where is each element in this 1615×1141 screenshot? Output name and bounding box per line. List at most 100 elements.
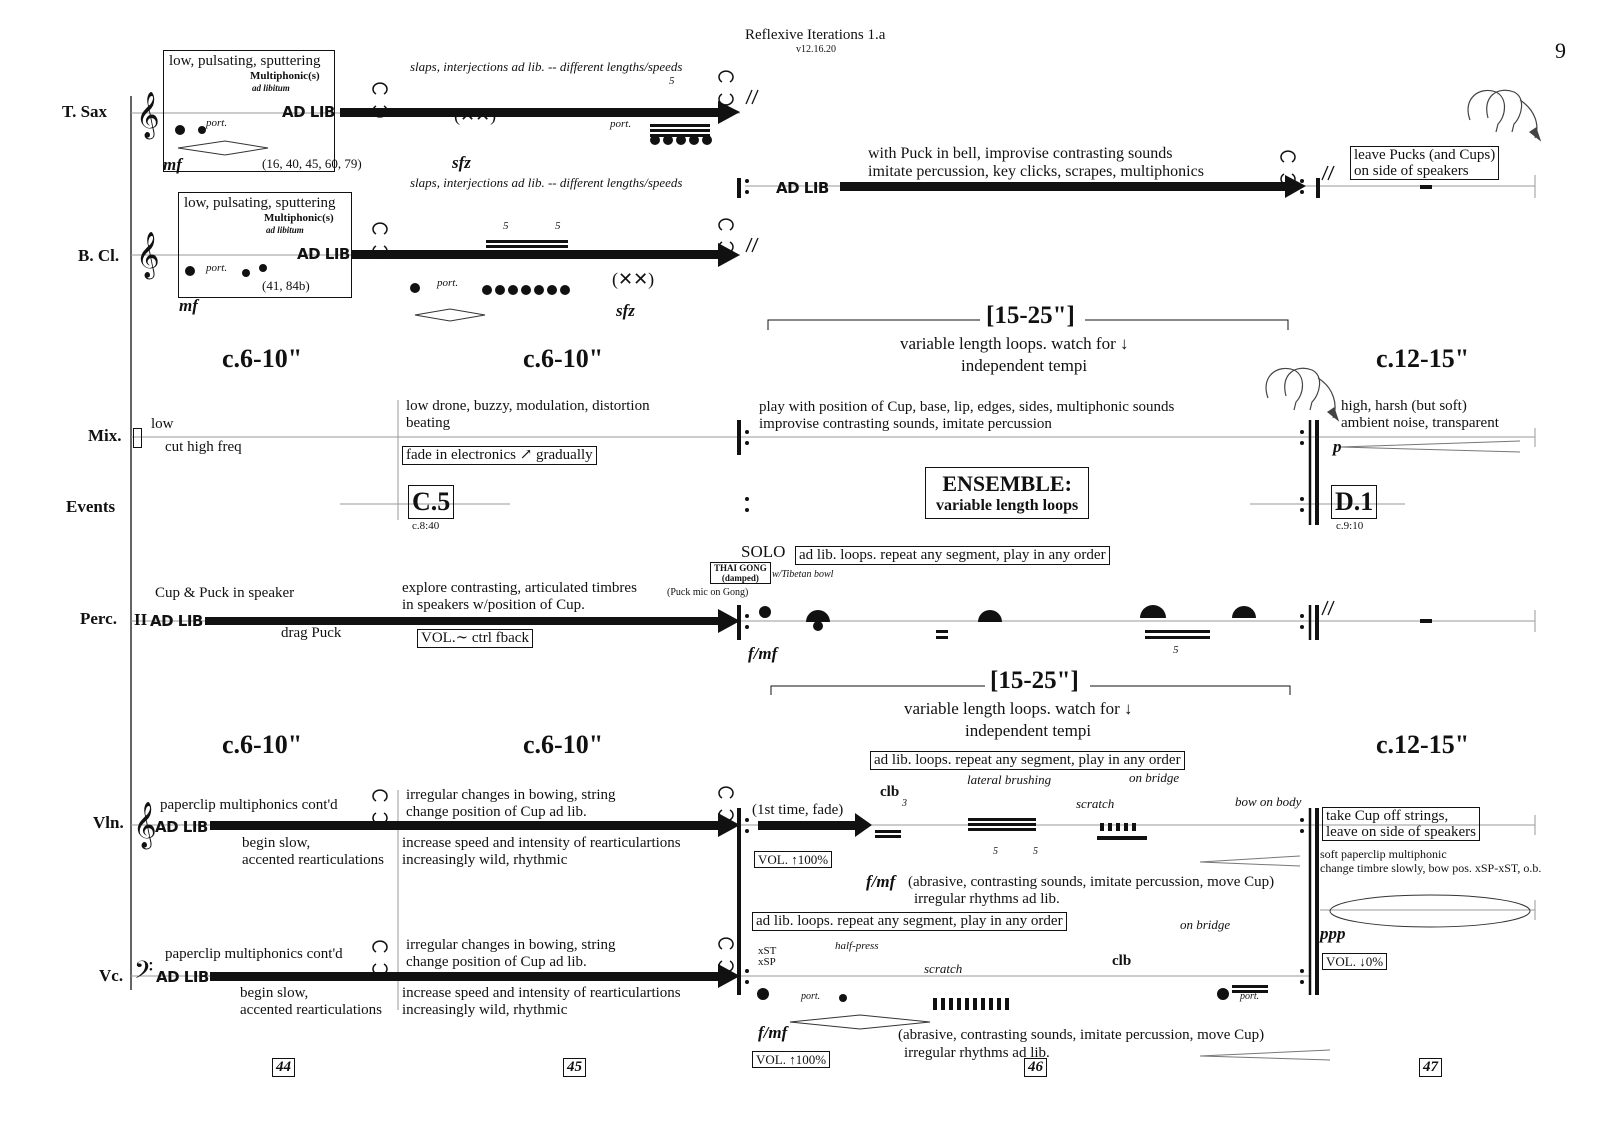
mix-cup: play with position of Cup, base, lip, ed… [759,399,1175,415]
bcl-ad-lib: AD LIB [297,245,350,263]
vln-paperclip: paperclip multiphonics cont'd [160,797,338,813]
vc-irregular: irregular changes in bowing, string [406,937,616,953]
perc-drag: drag Puck [281,625,342,641]
vc-begin: accented rearticulations [240,1002,383,1018]
perc-double-bar-icon: II [134,610,148,629]
tsax-slap-notehead: (✕✕) [454,105,497,125]
tsax-port: port. [610,118,632,130]
vc-port: port. [801,991,821,1002]
mix-drone: beating [406,415,451,431]
tsax-fingerings: (16, 40, 45, 60, 79) [262,156,362,171]
vc-xsp: xSP [758,956,776,968]
instrument-label-tsax: T. Sax [62,102,108,121]
bar-number: 44 [272,1058,295,1077]
duration-label: c.12-15" [1376,730,1470,759]
perc-solo: SOLO [741,542,786,561]
vc-vol-box: VOL. ↑100% [752,1051,831,1068]
mix-start-box [133,428,142,448]
perc-mic: (Puck mic on Gong) [667,587,749,598]
duration-label: c.6-10" [222,344,303,373]
vc-bow-position: xST xSP [758,946,776,968]
event-ensemble-box: ENSEMBLE: variable length loops [925,467,1090,519]
loop-text: variable length loops. watch for ↓ [904,699,1133,718]
vc-dynamic: f/mf [758,1023,788,1042]
vln-lateral: lateral brushing [967,772,1052,787]
page-number: 9 [1555,38,1566,63]
bcl-ad-libitum: ad libitum [266,225,304,235]
loop-text: independent tempi [961,356,1088,375]
vc-abrasive: irregular rhythms ad lib. [904,1045,1050,1061]
vln-begin: begin slow, [242,835,311,851]
tsax-multiphonic-box [163,50,335,172]
bar-number: 46 [1024,1058,1047,1077]
instrument-label-vln: Vln. [93,813,124,832]
event-c5: C.5 [408,485,455,519]
mix-cut: cut high freq [165,439,242,455]
vln-tuplet: 5 [993,846,998,857]
vc-increase: increasingly wild, rhythmic [402,1002,568,1018]
vc-port: port. [1240,991,1260,1002]
tsax-leave-text: leave Pucks (and Cups) [1354,147,1496,163]
vln-soft: change timbre slowly, bow pos. xSP-xST, … [1320,861,1542,875]
instrument-label-vc: Vc. [99,966,124,985]
perc-bowl: w/Tibetan bowl [772,569,834,580]
vln-dynamic: f/mf [866,872,896,891]
perc-thai-damped: (damped) [721,573,759,583]
bar-number: 45 [563,1058,586,1077]
tsax-ad-lib: AD LIB [776,179,829,197]
version-label: v12.16.20 [796,44,836,55]
tsax-dynamic: mf [163,155,182,174]
duration-label: c.12-15" [1376,344,1470,373]
mix-high: high, harsh (but soft) [1341,398,1467,414]
vln-tuplet: 3 [902,798,907,809]
bcl-tuplet: 5 [503,220,509,232]
vln-abrasive: (abrasive, contrasting sounds, imitate p… [908,874,1275,890]
vln-irregular: irregular changes in bowing, string [406,787,616,803]
bcl-box-text: low, pulsating, sputtering [184,195,336,211]
instrument-label-mix: Mix. [88,426,122,445]
perc-cup: Cup & Puck in speaker [155,585,295,601]
mix-low: low [151,416,174,432]
tsax-tuplet: 5 [669,75,675,87]
vln-take-box: take Cup off strings, leave on side of s… [1322,807,1480,841]
vc-half-press: half-press [835,940,879,952]
tsax-puck-text: imitate percussion, key clicks, scrapes,… [868,163,1204,180]
perc-adlib-loops-box: ad lib. loops. repeat any segment, play … [795,546,1110,565]
vc-adlib-loops-box: ad lib. loops. repeat any segment, play … [752,912,1067,931]
mix-fade-box: fade in electronics ↗ gradually [402,446,597,465]
vln-adlib-loops-box: ad lib. loops. repeat any segment, play … [870,751,1185,770]
tsax-ad-lib: AD LIB [282,103,335,121]
tsax-multiphonic: Multiphonic(s) [250,70,320,82]
duration-label: c.6-10" [222,730,303,759]
event-ensemble-subtitle: variable length loops [936,497,1079,514]
vc-increase: increase speed and intensity of rearticu… [402,985,681,1001]
vln-ad-lib: AD LIB [155,818,208,836]
treble-clef-icon: 𝄞 [136,92,160,138]
mix-high: ambient noise, transparent [1341,415,1499,431]
instrument-label-perc: Perc. [80,609,117,628]
vc-irregular: change position of Cup ad lib. [406,954,587,970]
tsax-sfz: sfz [452,153,471,172]
vln-vol-box: VOL. ↑100% [754,851,833,868]
vc-scratch: scratch [924,961,963,976]
speaker-heads-icon [1265,89,1542,422]
vln-tuplet: 5 [1033,846,1038,857]
loop-duration: [15-25"] [986,302,1075,329]
vln-ppp: ppp [1320,924,1346,943]
tsax-leave-text: on side of speakers [1354,163,1469,179]
bcl-tuplet: 5 [555,220,561,232]
bcl-dynamic: mf [179,296,198,315]
vln-clb: clb [880,784,900,800]
perc-thai-gong: THAI GONG [714,563,767,573]
tsax-ad-libitum: ad libitum [252,83,290,93]
page-title: Reflexive Iterations 1.a [745,27,886,43]
mix-dynamic: p [1333,437,1342,456]
vc-bridge: on bridge [1180,917,1231,932]
loop-text: variable length loops. watch for ↓ [900,334,1129,353]
duration-label: c.6-10" [523,730,604,759]
vc-clb: clb [1112,953,1132,969]
vln-first-time: (1st time, fade) [752,802,844,818]
vln-take-text: take Cup off strings, [1326,808,1449,824]
bcl-sfz: sfz [616,301,635,320]
